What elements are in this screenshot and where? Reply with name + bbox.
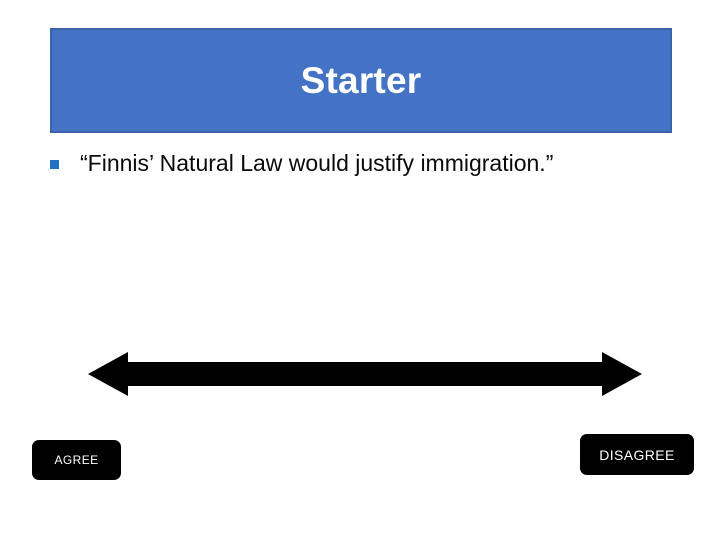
double-headed-arrow-icon xyxy=(88,352,642,396)
slide-body: “Finnis’ Natural Law would justify immig… xyxy=(50,148,570,178)
opinion-spectrum-arrow xyxy=(88,352,642,396)
spectrum-label-disagree: DISAGREE xyxy=(580,434,694,475)
list-item: “Finnis’ Natural Law would justify immig… xyxy=(50,148,570,178)
square-bullet-icon xyxy=(50,160,59,169)
bullet-text: “Finnis’ Natural Law would justify immig… xyxy=(80,150,554,176)
slide-title-banner: Starter xyxy=(50,28,672,133)
spectrum-label-agree: AGREE xyxy=(32,440,121,480)
page-title: Starter xyxy=(300,60,422,101)
